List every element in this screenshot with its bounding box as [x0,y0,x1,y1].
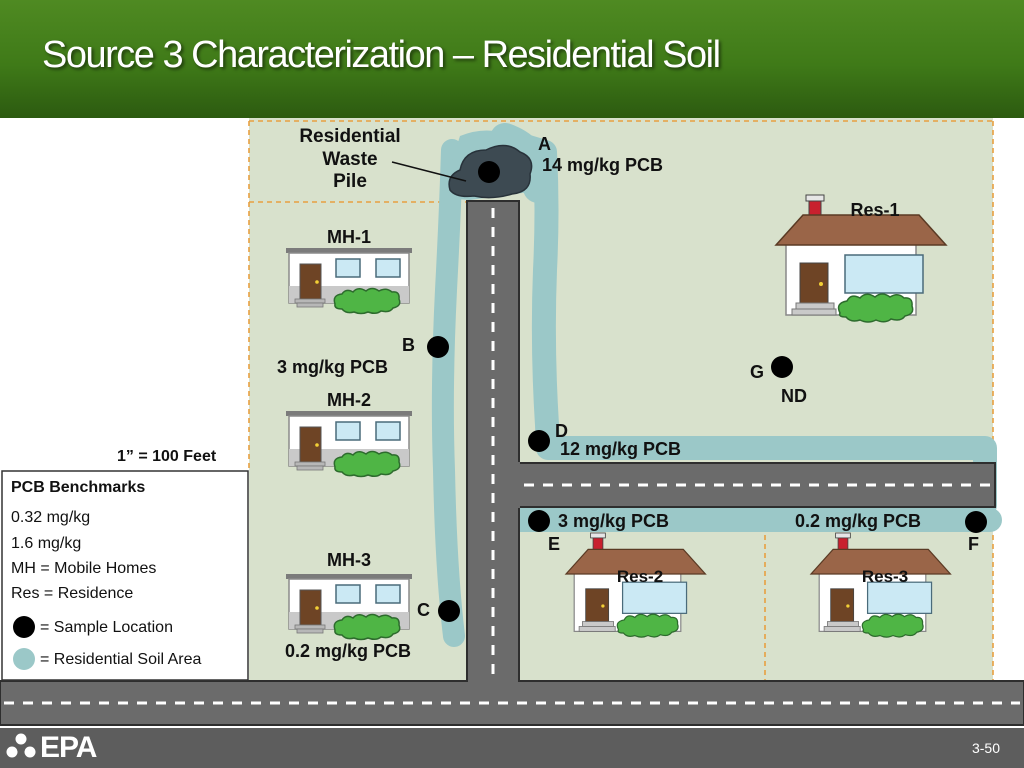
sample-points [427,161,987,622]
legend-benchmark-2: 1.6 mg/kg [11,535,81,552]
mobile-home-2 [285,410,413,478]
sample-id-a: A [538,134,551,154]
legend: PCB Benchmarks 0.32 mg/kg 1.6 mg/kg MH =… [1,470,249,681]
waste-pile-label-line-2: Waste [322,149,377,170]
sample-result-e: 3 mg/kg PCB [558,511,669,531]
legend-abbrev-mh: MH = Mobile Homes [11,560,156,577]
sample-result-g: ND [781,386,807,406]
legend-box [1,470,249,681]
mobile-home-1 [285,247,413,315]
epa-logo-text: EPA [40,731,97,764]
map-scale: 1” = 100 Feet [117,448,217,465]
epa-logo: EPA [6,731,97,764]
sample-point-b[interactable] [427,336,449,358]
legend-soil-swatch [13,648,35,670]
sample-id-f: F [968,534,979,554]
sample-id-b: B [402,335,415,355]
building-label-res-1: Res-1 [850,200,899,220]
sample-point-g[interactable] [771,356,793,378]
footer-bar: EPA 3-50 [0,728,1024,768]
legend-sample-label: = Sample Location [40,619,173,636]
lot-lines [248,120,994,680]
waste-pile-label-line-3: Pile [333,171,367,192]
building-label-mh-3: MH-3 [327,550,371,570]
sample-point-d[interactable] [528,430,550,452]
building-label-res-2: Res-2 [617,567,663,586]
slide-title: Source 3 Characterization – Residential … [42,34,721,76]
mobile-home-3 [285,573,413,641]
sample-point-a[interactable] [478,161,500,183]
sample-result-d: 12 mg/kg PCB [560,439,681,459]
waste-pile-label-line-1: Residential [299,126,400,147]
sample-point-f[interactable] [965,511,987,533]
building-label-mh-2: MH-2 [327,390,371,410]
site-map: Residential Waste Pile MH-1 MH-2 MH-3 Re… [0,118,1024,726]
sample-result-a: 14 mg/kg PCB [542,155,663,175]
epa-flower-icon [6,733,36,758]
sample-id-g: G [750,362,764,382]
legend-sample-swatch [13,616,35,638]
sample-result-b: 3 mg/kg PCB [277,357,388,377]
slide-number: 3-50 [971,740,1000,756]
sample-id-d: D [555,421,568,441]
title-bar: Source 3 Characterization – Residential … [0,0,1024,118]
building-label-res-3: Res-3 [862,567,908,586]
sample-id-c: C [417,600,430,620]
sample-id-e: E [548,534,560,554]
legend-benchmark-1: 0.32 mg/kg [11,509,90,526]
roads [0,200,1024,726]
legend-title: PCB Benchmarks [11,479,145,496]
sample-result-c: 0.2 mg/kg PCB [285,641,411,661]
sample-result-f: 0.2 mg/kg PCB [795,511,921,531]
building-label-mh-1: MH-1 [327,227,371,247]
sample-point-e[interactable] [528,510,550,532]
waste-pile-leader-line [391,161,467,182]
sample-point-c[interactable] [438,600,460,622]
legend-abbrev-res: Res = Residence [11,585,133,602]
legend-soil-label: = Residential Soil Area [40,651,202,668]
